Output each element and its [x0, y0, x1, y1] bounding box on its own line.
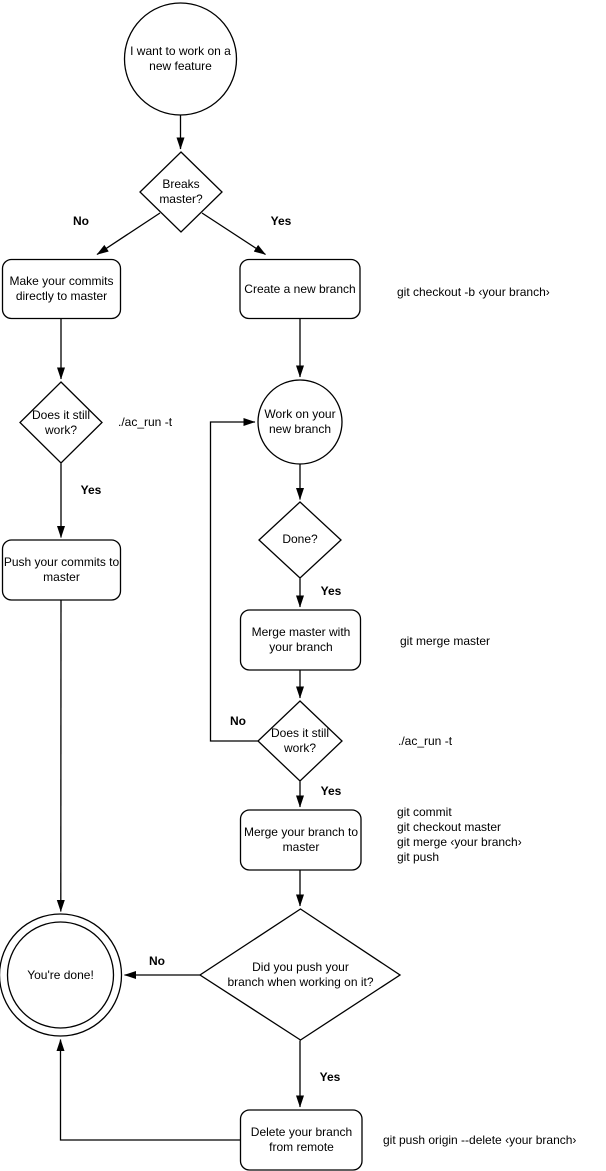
- youre-done-inner-circle: [6, 921, 115, 1029]
- merge-branch-box: [239, 809, 362, 871]
- does-it-work-1-diamond: [19, 381, 103, 464]
- edge-still-work-no-loop: [209, 418, 258, 742]
- delete-branch-box: [239, 1109, 363, 1171]
- edge-breaks-master-no: [96, 212, 161, 256]
- edge-delete-branch-to-done: [56, 1039, 240, 1141]
- push-commits-box: [1, 539, 122, 601]
- work-on-branch-circle: [257, 379, 343, 465]
- done-q-diamond: [258, 501, 342, 579]
- did-you-push-diamond: [198, 908, 402, 1041]
- merge-master-box: [239, 609, 362, 671]
- create-branch-box: [239, 258, 361, 320]
- breaks-master-diamond: [139, 151, 223, 233]
- start-circle: [123, 2, 238, 116]
- make-commits-box: [1, 258, 122, 320]
- does-it-work-2-diamond: [257, 700, 343, 782]
- flowchart-edges: [56, 115, 304, 1141]
- edge-breaks-master-yes: [201, 212, 266, 256]
